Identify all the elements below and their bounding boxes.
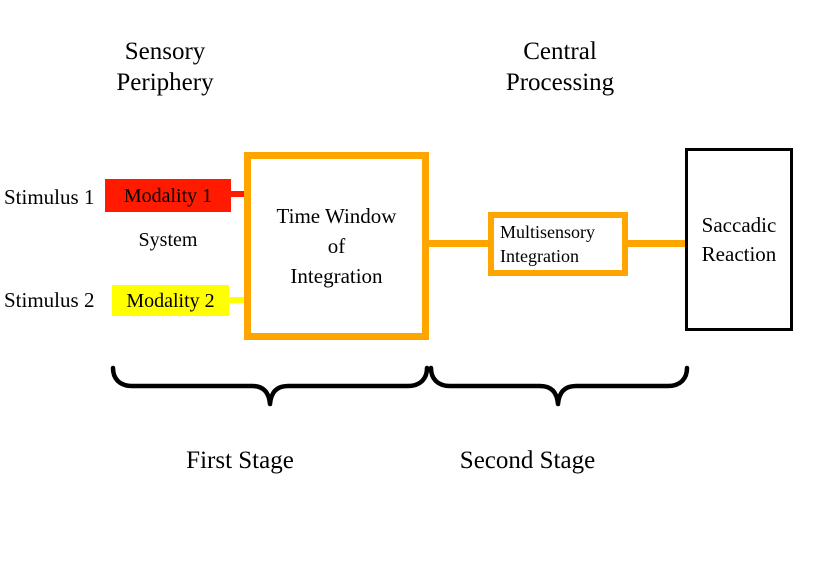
multisensory-integration-label: Multisensory Integration (500, 222, 596, 266)
modality-2-label: Modality 2 (126, 289, 215, 312)
multisensory-integration-box: Multisensory Integration (488, 212, 628, 276)
time-window-to-multisensory-connector (428, 240, 490, 247)
stimulus-2-label: Stimulus 2 (4, 288, 95, 312)
time-window-of-integration-box: Time Window of Integration (244, 152, 429, 340)
first-stage-label: First Stage (186, 447, 294, 474)
modality-2-connector-line (228, 297, 249, 303)
saccadic-reaction-label: Saccadic Reaction (701, 212, 777, 266)
stimulus-1-label: Stimulus 1 (4, 185, 95, 209)
system-caption: System (138, 229, 198, 251)
second-stage-label: Second Stage (459, 447, 596, 474)
saccadic-reaction-box: Saccadic Reaction (685, 148, 793, 331)
modality-1-label: Modality 1 (123, 184, 213, 207)
modality-1-connector-line (229, 191, 249, 197)
second-stage-brace (428, 365, 690, 407)
multisensory-to-saccadic-connector (626, 240, 686, 247)
modality-2-box: Modality 2 (112, 285, 229, 316)
section-heading-central-processing: Central Processing (505, 38, 615, 96)
modality-1-box: Modality 1 (105, 179, 231, 212)
first-stage-brace (110, 365, 430, 407)
stage-braces (110, 365, 690, 407)
section-heading-sensory-periphery: Sensory Periphery (116, 38, 214, 96)
time-window-of-integration-label: Time Window of Integration (276, 204, 397, 288)
